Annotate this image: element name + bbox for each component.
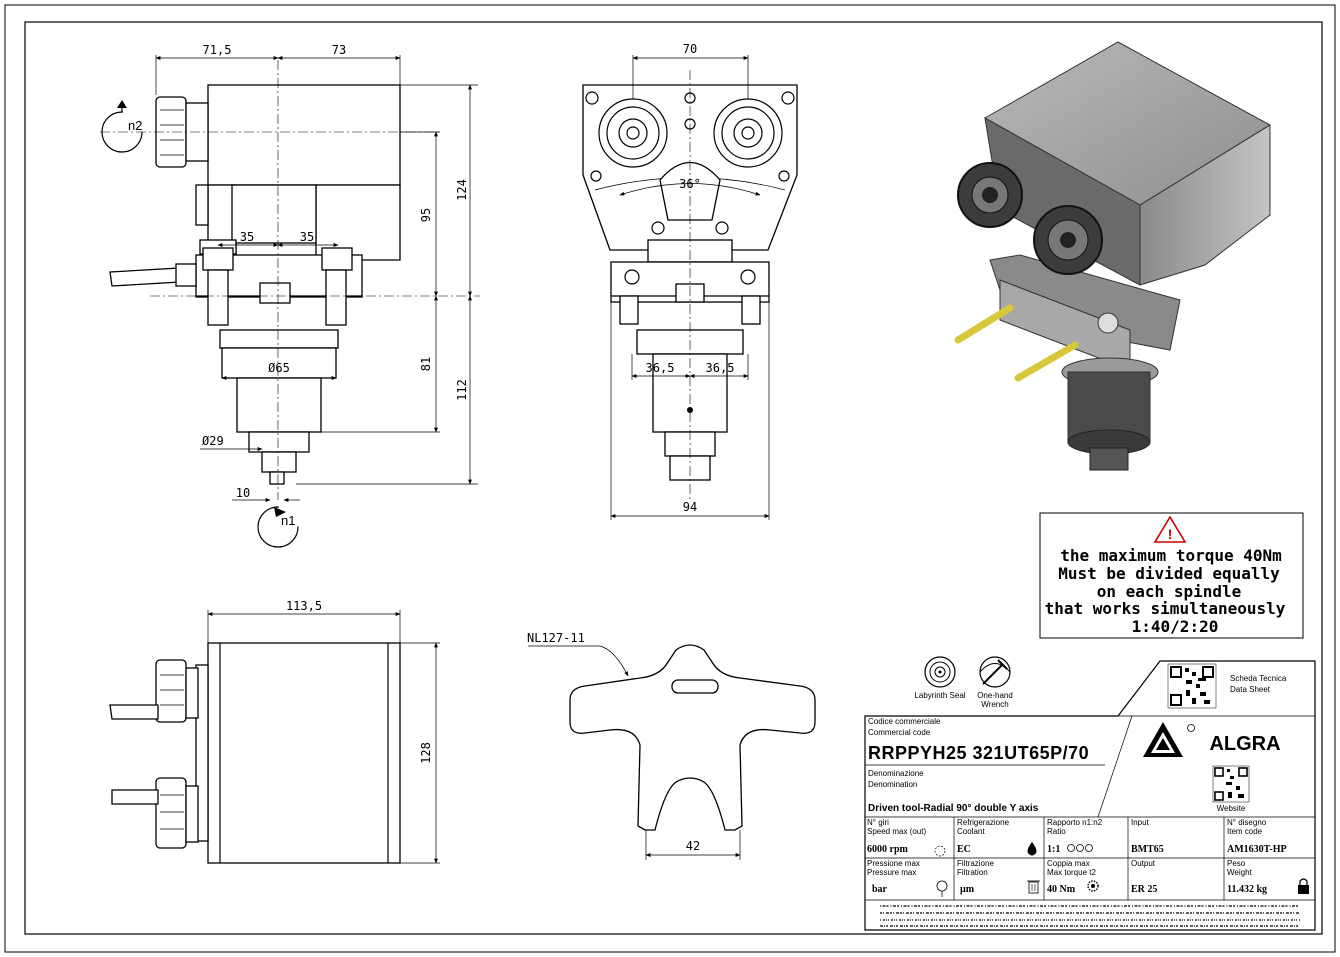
dim-side-bottom-width: 94: [683, 500, 697, 514]
wrench-drawing: NL127-11 42: [527, 631, 816, 860]
dim-side-half-right: 36,5: [706, 361, 735, 375]
side-view: 70 36° 36,5 36,5 94: [582, 42, 798, 520]
dim-side-top-width: 70: [683, 42, 697, 56]
algra-logo: ALGRA: [1143, 722, 1281, 757]
website-label: Website: [1217, 804, 1246, 813]
dim-front-h-total-upper: 124: [455, 179, 469, 201]
warning-line-5: 1:40/2:20: [1132, 617, 1219, 636]
top-view: 113,5 128: [109, 599, 440, 864]
commercial-code-label-en: Commercial code: [868, 728, 931, 737]
dim-side-half-left: 36,5: [646, 361, 675, 375]
denomination-value: Driven tool-Radial 90° double Y axis: [868, 803, 1039, 814]
dim-front-bolt-left: 35: [240, 230, 254, 244]
qr-datasheet-label-1: Scheda Tecnica: [1230, 674, 1287, 683]
dim-wrench: 42: [686, 839, 700, 853]
dim-front-h-upper: 95: [419, 208, 433, 222]
warning-line-4: that works simultaneously: [1045, 599, 1286, 618]
speed-gauge-icon: [934, 845, 946, 857]
seal-label: Labyrinth Seal: [914, 691, 965, 700]
weight-lock-icon: [1298, 878, 1309, 894]
qr-code-website: [1212, 765, 1250, 803]
spindle-label-n1: n1: [281, 513, 295, 528]
filtration-label-it: Filtrazione: [957, 859, 994, 868]
drawing-value: AM1630T-HP: [1227, 844, 1287, 855]
torque-label-en: Max torque t2: [1047, 868, 1096, 877]
dim-side-angle: 36°: [679, 177, 701, 191]
input-value: BMT65: [1131, 844, 1164, 855]
qr-code-datasheet: [1167, 663, 1217, 709]
weight-value: 11.432 kg: [1227, 884, 1267, 895]
commercial-code-label-it: Codice commerciale: [868, 717, 941, 726]
filter-bin-icon: [1027, 880, 1040, 894]
isometric-render: [954, 41, 1271, 471]
title-block: Scheda Tecnica Data Sheet Website ALGRA …: [864, 660, 1316, 931]
pressure-value: bar: [872, 884, 888, 895]
filtration-value: µm: [960, 884, 975, 895]
input-label: Input: [1131, 818, 1150, 827]
dim-front-h-total-lower: 112: [455, 379, 469, 401]
wrench-part-code: NL127-11: [527, 631, 585, 645]
pressure-label-it: Pressione max: [867, 859, 920, 868]
weight-label-it: Peso: [1227, 859, 1246, 868]
denomination-label-en: Denomination: [868, 780, 917, 789]
wrench-label-1: One-hand: [977, 691, 1013, 700]
front-view: 71,5 73 95 124 35 35 Ø65 Ø29 81 112 10 n…: [100, 43, 480, 548]
denomination-label-it: Denominazione: [868, 769, 924, 778]
warning-line-1: the maximum torque 40Nm: [1060, 546, 1282, 565]
dim-front-bolt-right: 35: [300, 230, 314, 244]
wrench-label-2: Wrench: [981, 700, 1008, 709]
warning-line-3: on each spindle: [1097, 582, 1242, 601]
coolant-label-en: Coolant: [957, 827, 985, 836]
commercial-code-value: RRPPYH25 321UT65P/70: [868, 743, 1089, 763]
gear-ratio-icon: [1067, 844, 1093, 852]
drawing-label-it: N° disegno: [1227, 818, 1267, 827]
dim-top-width: 113,5: [286, 599, 322, 613]
feature-icons: Labyrinth Seal One-hand Wrench: [914, 656, 1013, 709]
svg-text:!: !: [1168, 526, 1173, 542]
qr-datasheet-label-2: Data Sheet: [1230, 685, 1271, 694]
torque-value: 40 Nm: [1047, 884, 1076, 895]
filtration-label-en: Filtration: [957, 868, 988, 877]
drawing-label-en: Item code: [1227, 827, 1263, 836]
speed-label-en: Speed max (out): [867, 827, 926, 836]
dim-front-dia-body: Ø65: [268, 361, 290, 375]
dim-front-dia-nose: Ø29: [202, 434, 224, 448]
dim-front-w-left: 71,5: [203, 43, 232, 57]
coolant-label-it: Refrigerazione: [957, 818, 1010, 827]
speed-label-it: N° giri: [867, 818, 889, 827]
torque-gear-icon: [1087, 880, 1099, 892]
pressure-gauge-icon: [936, 880, 948, 897]
dim-front-h-lower: 81: [419, 357, 433, 371]
one-hand-wrench-icon: [979, 656, 1011, 688]
output-label: Output: [1131, 859, 1156, 868]
dim-front-w-right: 73: [332, 43, 346, 57]
spindle-label-n2: n2: [128, 118, 142, 133]
coolant-drop-icon: [1027, 842, 1037, 856]
pressure-label-en: Pressure max: [867, 868, 916, 877]
dim-top-height: 128: [419, 742, 433, 764]
weight-label-en: Weight: [1227, 868, 1253, 877]
warning-line-2: Must be divided equally: [1058, 564, 1280, 583]
output-value: ER 25: [1131, 884, 1157, 895]
svg-text:ALGRA: ALGRA: [1209, 733, 1280, 755]
ratio-value: 1:1: [1047, 844, 1060, 855]
coolant-value: EC: [957, 844, 971, 855]
ratio-label-en: Ratio: [1047, 827, 1066, 836]
warning-box: ! the maximum torque 40Nm Must be divide…: [1039, 512, 1304, 639]
torque-label-it: Coppia max: [1047, 859, 1090, 868]
dim-front-nose-offset: 10: [236, 486, 250, 500]
speed-value: 6000 rpm: [867, 844, 909, 855]
fine-print-band: [880, 905, 1300, 927]
labyrinth-seal-icon: [924, 656, 956, 688]
ratio-label-it: Rapporto n1:n2: [1047, 818, 1103, 827]
